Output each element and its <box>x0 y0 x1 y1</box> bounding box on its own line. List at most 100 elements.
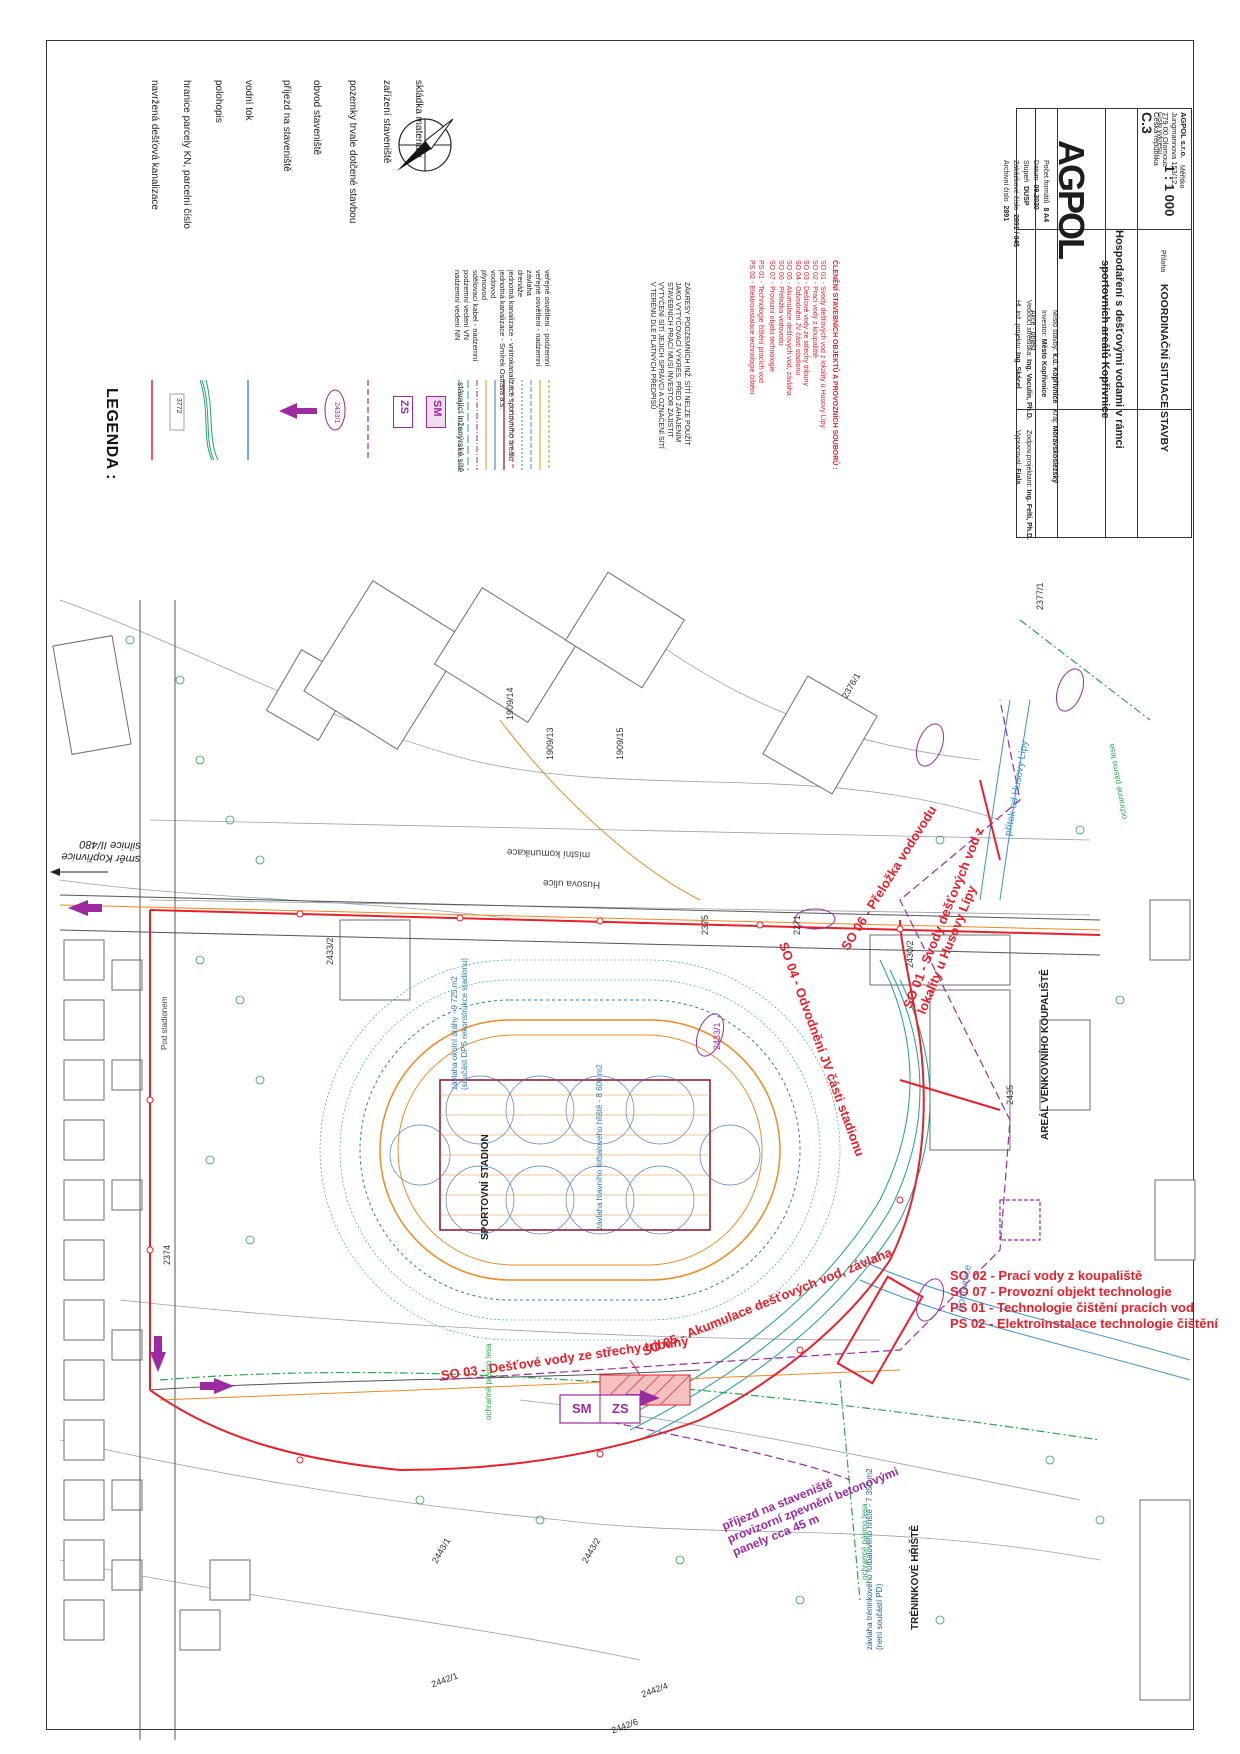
tb-investor-value: Město Kopřivnice <box>1040 338 1047 398</box>
north-arrow-icon <box>397 118 454 172</box>
site-boundary <box>439 699 1021 1481</box>
legend-item-label: vodní tok <box>243 80 254 121</box>
tb-archive-label: Archivní číslo <box>1002 160 1009 202</box>
street-husova-text: Husova ulice <box>542 877 601 890</box>
sheet-frame <box>46 40 1194 1730</box>
tb-order-value: 2891 / 045 <box>1012 214 1019 248</box>
tb-info: Počet formátů 8 A4 Datum 09.2020 Stupeň … <box>1000 160 1050 247</box>
legend-item-label: navržená dešťová kanalizace <box>149 80 160 210</box>
legend-item: navržená dešťová kanalizace <box>149 80 160 210</box>
object-item: SO 01 - Svody dešťových vod z lokality u… <box>819 260 827 428</box>
tb-logo: AGPOL <box>1050 140 1092 258</box>
network-item: závlaha <box>525 270 534 296</box>
legend-item: skládka materiálu <box>413 80 424 158</box>
tb-format-label: Počet formátů <box>1042 160 1049 204</box>
parcel-ellipses <box>695 668 1085 1322</box>
network-item-label: veřejné osvětlení - podzemní <box>543 270 552 367</box>
objects-heading: ČLENĚNÍ STAVEBNÍCH OBJEKTŮ A PROVOZNÍCH … <box>831 260 838 470</box>
legend-zs-box <box>393 396 413 428</box>
sm-text: SM <box>572 1401 592 1416</box>
legend-item: hranice parcely KN, parcelní číslo <box>181 80 192 229</box>
legend-item: pozemky trvale dotčené stavbou <box>347 80 358 223</box>
network-item: jednotná kanalizace - Smírek Ostrava a.s… <box>498 270 507 409</box>
tb-scale-value: 1 : 1 000 <box>1162 165 1177 217</box>
note-line: VYTYČENÍ SÍTÍ JEJICH SPRÁVCI A OZNAČENÍ … <box>657 282 665 449</box>
irrigation-track-text: závlaha okolní dráhy - 9 725 m2 <box>450 976 459 1090</box>
tb-date-label: Datum <box>1032 160 1039 181</box>
irrigation-training-note: (není součástí PD) <box>875 1583 884 1650</box>
irrigation-training-text: závlaha tréninkového fotbalového hřiště … <box>865 1468 874 1650</box>
note-line: JAKO VYTYČOVACÍ VÝKRES. PŘED ZAHÁJENÍM <box>674 282 682 443</box>
legend-parcel-code: 3772 <box>175 398 182 414</box>
object-item: SO 03 - Dešťové vody ze střechy tribuny <box>802 260 810 386</box>
network-item-label: drenáže <box>516 270 525 298</box>
legend-item-label: polohopis <box>213 80 224 123</box>
irrigation-main-text: závlaha hlavního fotbalového hřiště - 8 … <box>595 1064 604 1230</box>
parcel-label: 2435 <box>1005 1085 1015 1105</box>
tb-archive-value: 2891 <box>1002 205 1009 222</box>
parcel-1909-15: 1909/15 <box>615 727 625 760</box>
ps01-text: PS 01 - Technologie čištění pracích vod <box>950 1300 1194 1315</box>
network-item: sdělovací kabel - nadzemní <box>471 270 480 361</box>
utilities-note: ZÁKRESY PODZEMNÍCH INŽ. SÍTÍ NELZE POUŽÍ… <box>648 282 690 449</box>
tb-project-title: Hospodaření s dešťovými vodami v rámci s… <box>1098 230 1126 449</box>
title-block <box>1016 108 1192 538</box>
tree-markers <box>125 635 1125 1625</box>
zs-text: ZS <box>612 1401 629 1416</box>
parcel-label: 1909/13 <box>545 727 555 760</box>
legend-symbols <box>151 380 369 461</box>
legend-sm-code: SM <box>431 400 443 417</box>
tb-drawing-title: Příloha KOORDINAČNÍ SITUACE STAVBY <box>1156 250 1170 452</box>
tb-scale-label: Měřítko <box>1178 165 1185 189</box>
legend-item: zařízení staveniště <box>381 80 392 163</box>
tb-attachment-label: Příloha <box>1159 250 1166 273</box>
direction-label: směr Kopřivnice silnice II/480 <box>61 836 141 865</box>
agpol-logo: AGPOL <box>1051 140 1092 259</box>
network-item-label: jednotná kanalizace - vnitrokanalizace s… <box>507 270 516 461</box>
street-pod-stadionem: Pod stadionem <box>160 997 169 1050</box>
parcel-2377-1: 2377/1 <box>1035 582 1045 610</box>
accumulation-tank <box>836 1199 1041 1385</box>
network-item-label: podzemní vedení VN <box>462 270 471 341</box>
tb-drawing-number: Číslo výkresu C.3 <box>1139 112 1165 154</box>
network-item: vodovod <box>489 270 498 298</box>
parcel-2271: 2271 <box>792 914 802 935</box>
tb-scale: Měřítko 1 : 1 000 <box>1162 165 1187 217</box>
network-item-label: jednotná kanalizace - Smírek Ostrava a.s… <box>498 270 507 410</box>
legend-title: LEGENDA : <box>102 388 120 480</box>
network-item-label: závlaha <box>525 270 534 296</box>
legend-item-label: pozemky trvale dotčené stavbou <box>347 80 358 224</box>
box-sm: SM <box>572 1401 592 1416</box>
street-pod-stadionem-text: Pod stadionem <box>160 996 169 1050</box>
parcel-2375: 2375 <box>700 914 710 935</box>
tb-site: Místo stavby: k.ú. Kopřivnice Kraj: Mora… <box>1029 310 1058 484</box>
label-ps02: PS 02 - Elektroinstalace technologie čiš… <box>950 1316 1218 1331</box>
legend-zs-code-text: ZS <box>398 400 410 415</box>
protection-zone-text-1: ochranné pásmo lesa <box>484 1343 493 1421</box>
training-label: TRÉNINKOVÉ HŘIŠTĚ <box>910 1525 921 1630</box>
legend-item: příjezd na staveniště <box>281 80 292 172</box>
object-item: PS 01 - Technologie čištění pracích vod <box>757 260 764 383</box>
river-kopřivnice <box>859 1259 1191 1381</box>
tb-project-title-1: Hospodaření s dešťovými vodami v rámci <box>1113 230 1125 449</box>
tb-row-label: Hl. inž. projektu <box>1014 300 1021 349</box>
parcel-label: 1909/14 <box>505 687 515 720</box>
tb-row-value: Fiala <box>1014 468 1021 485</box>
stadium-label: SPORTOVNÍ STADION <box>480 1134 491 1240</box>
parcel-label: 2375 <box>700 915 710 935</box>
object-item: SO 06 - Přeložka vodovodu <box>777 260 784 346</box>
tb-project-title-2: sportovních areálů Kopřivnice <box>1099 260 1111 419</box>
tb-row-label: Vypracoval <box>1014 430 1021 465</box>
tb-row-value: Ing. Felti, Ph.D. <box>1025 489 1032 540</box>
legend-parcel-code-text: 3772 <box>175 398 182 414</box>
box-zs: ZS <box>612 1401 629 1416</box>
legend-sm-code-text: SM <box>431 400 443 417</box>
legend-item-label: hranice parcely KN, parcelní číslo <box>181 80 192 229</box>
legend-item-label: zařízení staveniště <box>381 80 392 164</box>
training-label-text: TRÉNINKOVÉ HŘIŠTĚ <box>910 1524 921 1630</box>
network-item: veřejné osvětlení - podzemní <box>543 270 552 366</box>
forest-protection-zone <box>159 619 1151 1601</box>
network-item-label: nadzemní vedení NN <box>453 270 462 341</box>
network-item: nadzemní vedení NN <box>453 270 462 340</box>
irrigation-main: závlaha hlavního fotbalového hřiště - 8 … <box>595 1064 604 1230</box>
